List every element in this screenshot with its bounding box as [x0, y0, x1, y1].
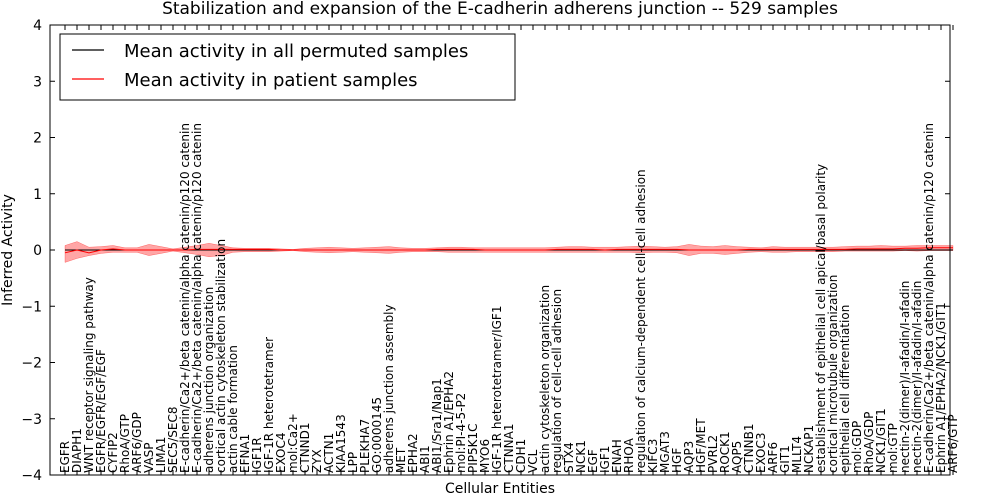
x-tick-label: cortical actin cytoskeleton stabilizatio… — [214, 239, 228, 473]
x-tick-label: EGFR/EGFR/EGF/EGF — [94, 349, 108, 473]
x-tick-label: adherens junction organization — [202, 287, 216, 473]
x-tick-label: NCK1 — [574, 440, 588, 473]
x-tick-label: ARF6/GDP — [130, 412, 144, 473]
y-tick-label: 1 — [33, 187, 42, 203]
x-tick-label: E-cadherin/Ca2+/beta catenin/alpha caten… — [922, 123, 936, 473]
x-tick-label: E-cadherin/Ca2+/beta catenin/alpha caten… — [190, 123, 204, 473]
x-tick-label: mol:PI-4-5-P2 — [454, 393, 468, 473]
x-tick-label: ABI1 — [418, 445, 432, 473]
x-tick-label: AQP3 — [682, 441, 696, 473]
x-tick-label: MGAT3 — [658, 431, 672, 473]
x-tick-label: ARF6/GTP — [946, 414, 960, 473]
x-axis-title: Cellular Entities — [445, 481, 555, 497]
y-tick-label: −4 — [21, 468, 42, 484]
legend: Mean activity in all permuted samples Me… — [59, 33, 516, 101]
x-tick-label: MYO6 — [478, 439, 492, 473]
x-tick-label: nectin-2(dimer)/I-afadin/I-afadin — [898, 281, 912, 473]
legend-label-patient: Mean activity in patient samples — [124, 70, 418, 91]
x-tick-label: ACTN1 — [322, 433, 336, 473]
x-tick-label: GIT1 — [778, 445, 792, 473]
x-tick-label: AQP5 — [730, 441, 744, 473]
x-tick-label: CYFIP2 — [106, 432, 120, 473]
x-tick-label: IGF-1R heterotetramer — [262, 337, 276, 473]
x-tick-label: EXOC4 — [274, 433, 288, 474]
x-tick-label: Ephrin A1/EPHA2/NCK1/GIT1 — [934, 302, 948, 473]
x-tick-label: HGF/MET — [694, 418, 708, 473]
x-tick-label: SEC5/SEC8 — [166, 407, 180, 473]
plot-area — [64, 241, 954, 263]
x-tick-label: CTNNA1 — [502, 423, 516, 473]
x-tick-label: ARF6 — [766, 442, 780, 473]
x-tick-label: cortical microtubule organization — [826, 275, 840, 473]
x-tick-label: ROCK1 — [718, 431, 732, 473]
x-tick-label: actin cytoskeleton organization — [538, 285, 552, 473]
x-tick-label: adherens junction assembly — [382, 304, 396, 473]
x-tick-label: DIAPH1 — [70, 428, 84, 473]
chart-title: Stabilization and expansion of the E-cad… — [162, 0, 838, 19]
y-tick-label: 3 — [33, 74, 42, 90]
x-tick-label: EFNA1 — [238, 434, 252, 473]
legend-box — [59, 33, 516, 101]
x-tick-label: regulation of calcium-dependent cell-cel… — [634, 169, 648, 473]
x-tick-label: KIAA1543 — [334, 414, 348, 473]
x-tick-label: IGF-1R heterotetramer/IGF1 — [490, 306, 504, 473]
x-tick-label: nectin-2(dimer)/I-afadin/I-afadin — [910, 281, 924, 473]
y-tick-label: 0 — [33, 243, 42, 259]
x-tick-label: STX4 — [562, 442, 576, 473]
x-tick-label: RhoA/GTP — [118, 414, 132, 473]
x-tick-label: mol:GTP — [886, 423, 900, 473]
x-tick-label: WNT receptor signaling pathway — [82, 277, 96, 473]
x-tick-label: ZYX — [310, 449, 324, 473]
x-tick-label: PLEKHA7 — [358, 419, 372, 473]
x-tick-label: CDH1 — [514, 439, 528, 473]
x-tick-label: LPP — [346, 452, 360, 473]
y-tick-label: 4 — [33, 18, 42, 34]
x-tick-label: mol:GDP — [850, 421, 864, 473]
x-tick-label: MET — [394, 447, 408, 473]
y-tick-label: −1 — [21, 299, 42, 315]
x-tick-label: ENAH — [610, 439, 624, 473]
x-tick-label: EPHA2 — [406, 433, 420, 473]
x-tick-label: NCKAP1 — [802, 425, 816, 473]
x-tick-label: EGFR — [58, 441, 72, 473]
x-tick-label: GO:0000145 — [370, 397, 384, 473]
x-tick-label: CTNNB1 — [742, 423, 756, 473]
y-tick-label: −3 — [21, 412, 42, 428]
x-tick-label: RhoA/GDP — [862, 412, 876, 473]
x-tick-label: establishment of epithelial cell apical/… — [814, 164, 828, 473]
x-tick-label: VCL — [526, 449, 540, 473]
x-tick-label: Ephrin A1/EPHA2 — [442, 371, 456, 473]
x-tick-label: regulation of cell-cell adhesion — [550, 289, 564, 473]
x-tick-label: LIMA1 — [154, 437, 168, 473]
x-tick-label: ABI1/Sra1/Nap1 — [430, 378, 444, 473]
x-tick-label: IGF1R — [250, 437, 264, 473]
confidence-band — [64, 241, 954, 263]
x-tick-label: RHOA — [622, 437, 636, 473]
x-tick-label: HGF — [670, 448, 684, 473]
x-tick-label: CTNND1 — [298, 422, 312, 473]
y-axis-title: Inferred Activity — [0, 194, 16, 306]
x-tick-label: PVRL2 — [706, 435, 720, 473]
x-tick-label: VASP — [142, 442, 156, 473]
x-tick-label: PIP5K1C — [466, 423, 480, 473]
series-line-1 — [64, 247, 953, 254]
x-tick-label: epithelial cell differentiation — [838, 305, 852, 473]
x-tick-label: MLLT4 — [790, 436, 804, 473]
x-tick-label: mol:Ca2+ — [286, 413, 300, 473]
x-tick-label: EGF — [586, 449, 600, 473]
x-tick-label: actin cable formation — [226, 345, 240, 473]
x-tick-label: EXOC3 — [754, 433, 768, 474]
y-tick-label: 2 — [33, 131, 42, 147]
x-tick-label: E-cadherin/Ca2+/beta catenin/alpha caten… — [178, 123, 192, 473]
x-tick-label: IGF1 — [598, 446, 612, 473]
x-tick-label: KIFC3 — [646, 439, 660, 473]
x-tick-label: NCK1/GIT1 — [874, 408, 888, 473]
y-tick-label: −2 — [21, 356, 42, 372]
legend-label-permuted: Mean activity in all permuted samples — [124, 41, 468, 62]
